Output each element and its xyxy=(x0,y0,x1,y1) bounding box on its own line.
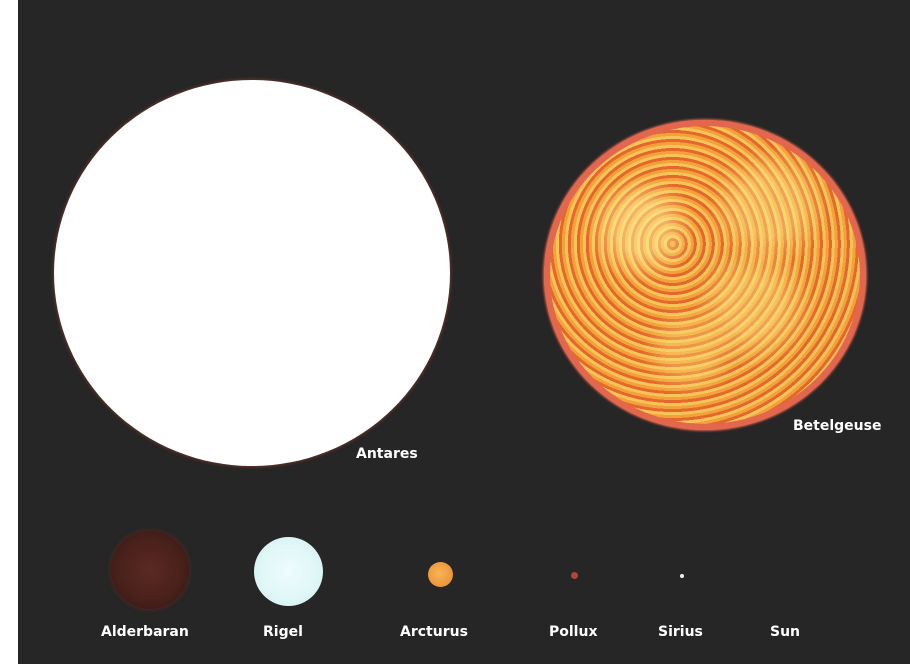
sun-label: Sun xyxy=(770,624,801,640)
alderbaran-label: Alderbaran xyxy=(101,624,189,640)
rigel-star xyxy=(254,537,323,606)
pollux-star xyxy=(571,572,578,579)
rigel-label: Rigel xyxy=(263,624,303,640)
antares-star xyxy=(54,80,450,466)
antares-label: Antares xyxy=(356,446,418,462)
arcturus-label: Arcturus xyxy=(400,624,468,640)
pollux-label: Pollux xyxy=(549,624,598,640)
sirius-label: Sirius xyxy=(658,624,703,640)
star-comparison-scene: Antares Betelgeuse Alderbaran Rigel Arct… xyxy=(18,0,910,664)
arcturus-star xyxy=(428,562,453,587)
sirius-star xyxy=(680,574,684,578)
betelgeuse-rim xyxy=(544,120,866,430)
betelgeuse-label: Betelgeuse xyxy=(793,418,882,434)
alderbaran-star xyxy=(111,531,189,609)
